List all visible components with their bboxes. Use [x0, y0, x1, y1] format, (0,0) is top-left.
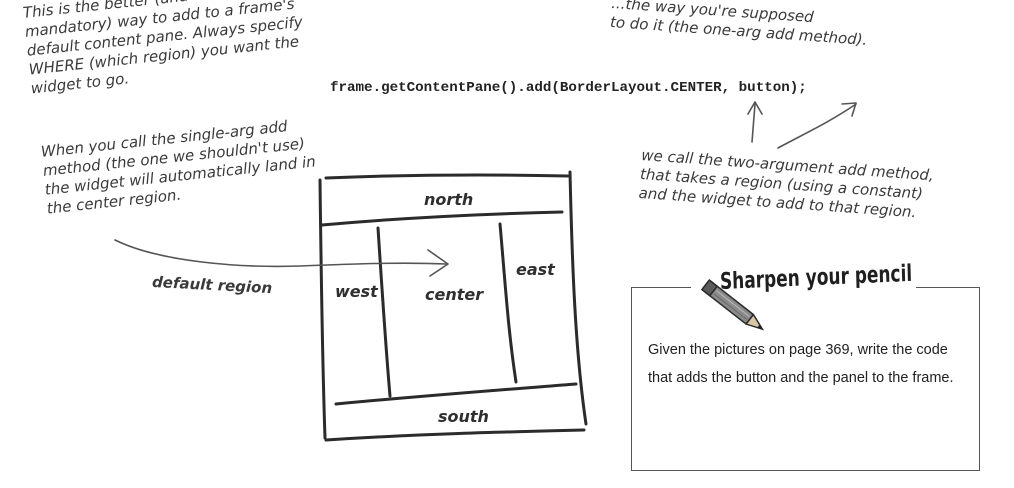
default-region-arrowhead: [427, 249, 449, 277]
frame-bottom-edge: [324, 428, 586, 442]
east-divider: [498, 222, 518, 384]
region-center-label: center: [425, 285, 484, 304]
code-line: frame.getContentPane().add(BorderLayout.…: [330, 80, 807, 96]
west-divider: [376, 226, 392, 398]
frame-right-edge: [568, 170, 588, 426]
widget-arrow: [777, 103, 857, 149]
default-region-arrow: [114, 239, 447, 268]
frame-left-edge: [318, 178, 327, 440]
north-divider: [320, 210, 564, 227]
box-top-border-right: [916, 287, 980, 288]
sharpen-pencil-box: [631, 287, 980, 471]
frame-top-edge: [324, 173, 570, 180]
sharpen-pencil-body: Given the pictures on page 369, write th…: [648, 342, 954, 386]
box-top-border-left: [631, 287, 691, 288]
south-divider: [334, 382, 578, 406]
region-north-label: north: [424, 190, 474, 209]
widget-arrowhead: [841, 102, 857, 117]
region-arrowhead: [747, 101, 763, 115]
region-west-label: west: [335, 282, 378, 301]
region-east-label: east: [516, 260, 555, 279]
region-south-label: south: [438, 407, 489, 426]
pencil-icon: [700, 279, 765, 331]
region-arrow: [751, 103, 756, 143]
